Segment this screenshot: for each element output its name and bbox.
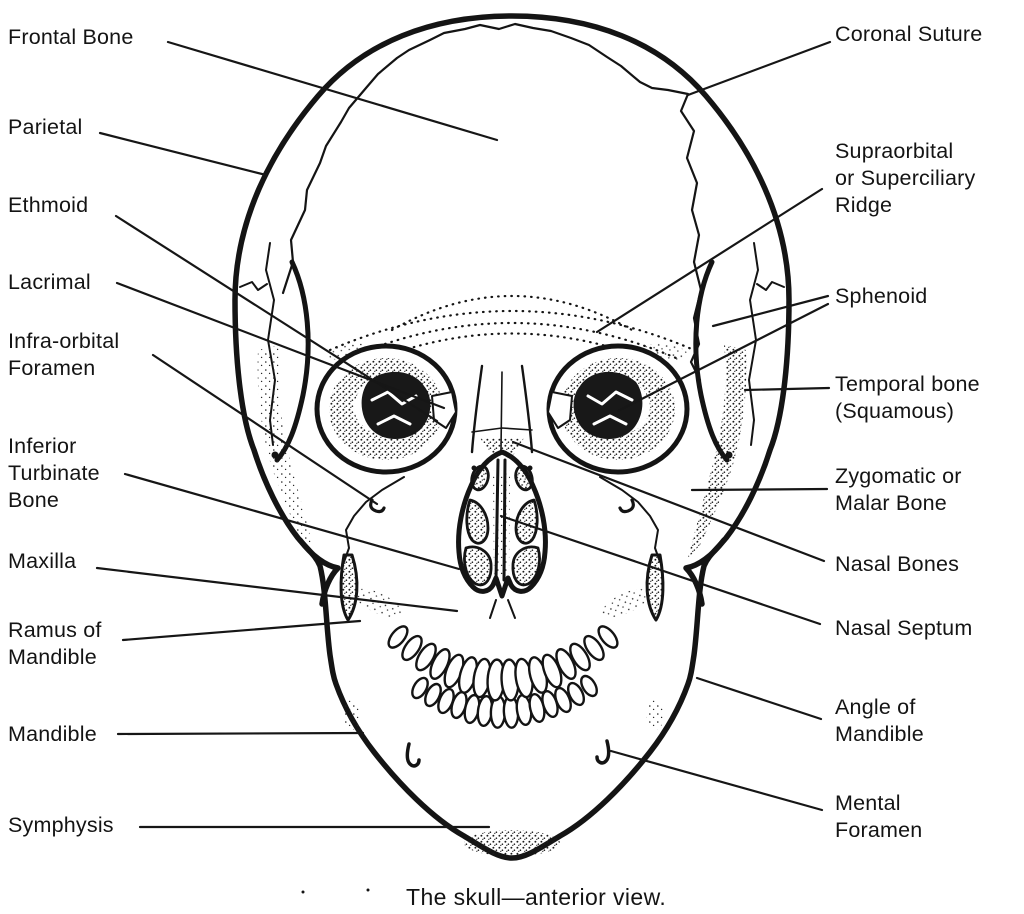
right-temple-suture xyxy=(756,281,785,291)
nasal-septum-line2 xyxy=(502,458,507,582)
leader-nasal-bones xyxy=(511,440,826,563)
label-supraorbital-ridge: Supraorbital or Superciliary Ridge xyxy=(835,139,976,217)
label-frontal-bone: Frontal Bone xyxy=(8,25,134,49)
label-infra-orbital-foramen: Infra-orbital Foramen xyxy=(8,329,120,380)
leader-infra-orbital-foramen xyxy=(151,353,379,506)
label-mandible: Mandible xyxy=(8,722,97,746)
tooth xyxy=(401,634,423,662)
right-zygomatic-notch xyxy=(683,537,727,607)
left-lacrimal-plate xyxy=(431,391,457,429)
label-coronal-suture: Coronal Suture xyxy=(835,22,983,46)
right-lacrimal-plate xyxy=(547,391,573,429)
left-mental-foramen-mark xyxy=(405,742,421,768)
label-maxilla: Maxilla xyxy=(8,549,77,573)
figure-caption: The skull—anterior view. xyxy=(406,884,667,910)
right-orbital-fissure xyxy=(573,371,643,439)
right-maxilla-suture xyxy=(599,476,661,563)
leader-zygomatic-bone xyxy=(690,487,829,492)
leader-ethmoid xyxy=(114,214,439,423)
label-inferior-turbinate-bone: Inferior Turbinate Bone xyxy=(8,434,100,512)
label-nasal-bones: Nasal Bones xyxy=(835,552,960,576)
right-gum-stipple xyxy=(602,588,650,618)
left-coronoid-process xyxy=(339,553,359,622)
leader-inferior-turbinate xyxy=(123,472,461,571)
tooth xyxy=(387,625,409,649)
leader-ramus-of-mandible xyxy=(121,619,362,642)
tooth xyxy=(554,686,572,714)
left-orbit xyxy=(314,343,458,475)
right-infraorbital-foramen-mark xyxy=(618,498,635,514)
leader-angle-of-mandible xyxy=(695,676,823,721)
leader-temporal-bone xyxy=(743,386,831,392)
cranium-outline xyxy=(232,13,792,861)
left-gum-stipple xyxy=(354,588,402,618)
leader-maxilla xyxy=(95,566,459,613)
leader-coronal-suture xyxy=(686,40,832,97)
label-ethmoid: Ethmoid xyxy=(8,193,89,217)
upper-teeth xyxy=(387,625,619,702)
left-orbital-fissure xyxy=(361,371,431,439)
left-temple-stipple xyxy=(257,345,316,558)
label-ramus-of-mandible: Ramus of Mandible xyxy=(8,618,102,669)
leader-lacrimal xyxy=(115,281,446,410)
tooth xyxy=(415,642,437,672)
label-zygomatic-bone: Zygomatic or Malar Bone xyxy=(835,464,962,515)
left-orbit-crack xyxy=(370,390,418,406)
leader-parietal xyxy=(98,131,268,177)
right-orbit-crack2 xyxy=(592,414,628,426)
tooth xyxy=(569,642,591,672)
nasal-septum-line xyxy=(494,458,500,582)
chin-stipple xyxy=(464,830,560,856)
leader-sphenoid-b xyxy=(616,302,830,413)
label-nasal-septum: Nasal Septum xyxy=(835,616,973,640)
scan-speck xyxy=(366,888,370,892)
tooth xyxy=(555,648,577,680)
leader-mandible xyxy=(116,731,365,736)
left-infraorbital-foramen-mark xyxy=(369,498,386,514)
tooth xyxy=(597,625,619,649)
leader-mental-foramen xyxy=(609,749,824,812)
label-parietal: Parietal xyxy=(8,115,83,139)
leader-sphenoid-a xyxy=(711,294,830,328)
label-temporal-bone: Temporal bone (Squamous) xyxy=(835,372,980,423)
scan-speck xyxy=(301,890,305,894)
coronal-suture-line xyxy=(281,22,703,382)
skull-drawing xyxy=(232,13,792,894)
label-mental-foramen: Mental Foramen xyxy=(835,791,923,842)
leader-supraorbital-ridge xyxy=(595,187,824,334)
left-maxilla-suture xyxy=(343,476,405,563)
right-orbit-crack xyxy=(586,390,634,406)
left-orbit-crack2 xyxy=(376,414,412,426)
left-zygomatic-notch xyxy=(297,537,341,607)
left-temple-suture xyxy=(239,281,268,291)
label-lacrimal: Lacrimal xyxy=(8,270,91,294)
turbinates xyxy=(463,464,541,587)
right-temporal-line xyxy=(693,259,730,463)
label-sphenoid: Sphenoid xyxy=(835,284,928,308)
leader-frontal-bone xyxy=(166,40,499,142)
right-mental-foramen-mark xyxy=(595,739,611,765)
tooth xyxy=(580,674,598,698)
leader-lines xyxy=(95,40,832,829)
tooth xyxy=(411,676,429,700)
tooth xyxy=(424,682,442,708)
tooth xyxy=(566,681,586,707)
label-angle-of-mandible: Angle of Mandible xyxy=(835,695,924,746)
nasal-bridge xyxy=(470,364,534,454)
leader-nasal-septum xyxy=(499,514,822,626)
left-jaw-stipple xyxy=(343,700,361,730)
right-orbit xyxy=(546,343,690,475)
lower-teeth xyxy=(411,674,598,729)
philtrum-lines xyxy=(489,599,516,619)
label-symphysis: Symphysis xyxy=(8,813,114,837)
right-temple-stipple xyxy=(688,345,747,558)
tooth xyxy=(583,634,605,662)
right-jaw-stipple xyxy=(646,700,664,730)
